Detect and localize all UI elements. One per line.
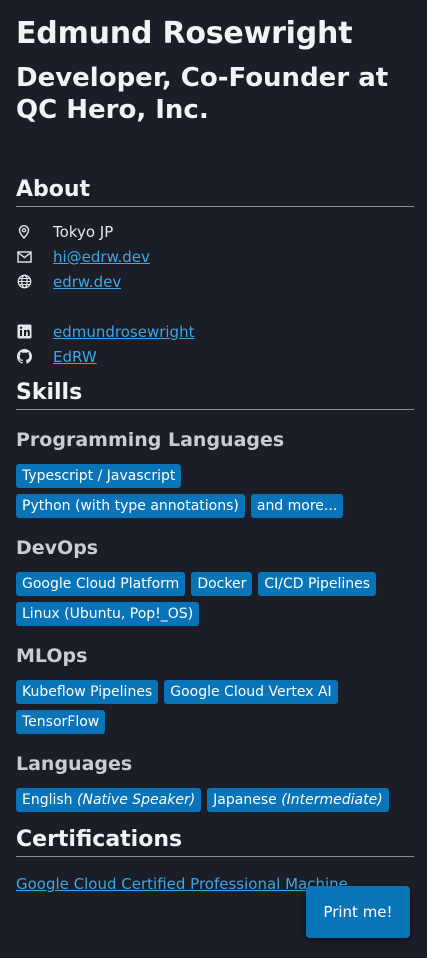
github-item: EdRW	[16, 344, 414, 369]
print-button[interactable]: Print me!	[306, 886, 410, 938]
email-item: hi@edrw.dev	[16, 244, 414, 269]
github-icon	[16, 349, 32, 365]
website-link[interactable]: edrw.dev	[53, 272, 122, 291]
language-name: Japanese	[213, 792, 277, 808]
skill-tags-languages: English (Native Speaker) Japanese (Inter…	[16, 788, 416, 812]
skill-tag: Kubeflow Pipelines	[16, 680, 159, 704]
spacer	[16, 294, 414, 319]
skill-tag: Python (with type annotations)	[16, 494, 245, 518]
language-level: (Intermediate)	[281, 792, 383, 808]
skill-tag: CI/CD Pipelines	[258, 572, 377, 596]
email-link[interactable]: hi@edrw.dev	[53, 247, 150, 266]
location-pin-icon	[16, 224, 32, 240]
skill-group-title: DevOps	[16, 537, 99, 559]
certifications-heading: Certifications	[16, 826, 414, 857]
certification-link[interactable]: Google Cloud Certified Professional Mach…	[16, 875, 348, 893]
skill-tags-programming: Typescript / Javascript Python (with typ…	[16, 464, 416, 518]
linkedin-icon	[16, 324, 32, 340]
contact-list: Tokyo JP hi@edrw.dev edrw.dev edmundrose…	[16, 219, 414, 369]
location-text: Tokyo JP	[53, 222, 114, 241]
resume: Edmund Rosewright Developer, Co-Founder …	[16, 16, 416, 893]
skill-tag: TensorFlow	[16, 710, 106, 734]
skill-tag: Docker	[191, 572, 253, 596]
about-heading: About	[16, 176, 414, 207]
person-name: Edmund Rosewright	[16, 16, 353, 51]
skill-tag: and more...	[250, 494, 344, 518]
job-title: Developer, Co-Founder at QC Hero, Inc.	[16, 63, 389, 125]
skill-tag: Linux (Ubuntu, Pop!_OS)	[16, 602, 200, 626]
mail-icon	[16, 249, 32, 265]
language-tag: Japanese (Intermediate)	[207, 788, 389, 812]
skill-tag: Typescript / Javascript	[16, 464, 182, 488]
github-link[interactable]: EdRW	[53, 347, 97, 366]
language-level: (Native Speaker)	[77, 792, 196, 808]
skill-group-title: MLOps	[16, 645, 88, 667]
skill-tags-devops: Google Cloud Platform Docker CI/CD Pipel…	[16, 572, 416, 626]
skill-group-title: Languages	[16, 753, 133, 775]
website-item: edrw.dev	[16, 269, 414, 294]
linkedin-item: edmundrosewright	[16, 319, 414, 344]
skills-heading: Skills	[16, 379, 414, 410]
linkedin-link[interactable]: edmundrosewright	[53, 322, 195, 341]
skill-tags-mlops: Kubeflow Pipelines Google Cloud Vertex A…	[16, 680, 416, 734]
skill-group-title: Programming Languages	[16, 429, 285, 451]
language-tag: English (Native Speaker)	[16, 788, 202, 812]
location-item: Tokyo JP	[16, 219, 414, 244]
globe-icon	[16, 274, 32, 290]
skill-tag: Google Cloud Vertex AI	[164, 680, 338, 704]
skill-tag: Google Cloud Platform	[16, 572, 186, 596]
language-name: English	[22, 792, 73, 808]
